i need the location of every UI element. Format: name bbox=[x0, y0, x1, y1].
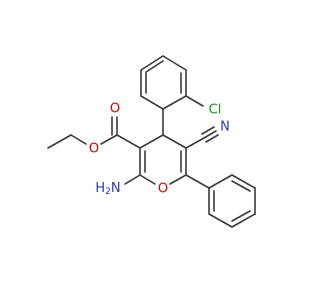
c6-phenyl-bond bbox=[185, 174, 210, 189]
molecule-diagram: O O O H2N Cl N bbox=[47, 55, 256, 228]
nitrile-group bbox=[185, 126, 219, 149]
ester-group bbox=[47, 116, 141, 149]
pyran-ring bbox=[139, 134, 187, 185]
ester-carbonyl-oxygen: O bbox=[110, 102, 120, 117]
chlorophenyl-ring bbox=[140, 55, 187, 110]
c2-amine-bond bbox=[124, 174, 141, 185]
chlorine-label: Cl bbox=[209, 103, 222, 118]
phenyl-ring bbox=[208, 174, 256, 228]
structure-svg: O O O H2N Cl N bbox=[47, 55, 256, 228]
c-cl-bond bbox=[185, 95, 204, 107]
ester-ether-oxygen: O bbox=[89, 142, 99, 157]
ring-oxygen: O bbox=[158, 182, 168, 197]
amine-label: H2N bbox=[95, 181, 120, 198]
nitrile-nitrogen-label: N bbox=[220, 120, 230, 135]
